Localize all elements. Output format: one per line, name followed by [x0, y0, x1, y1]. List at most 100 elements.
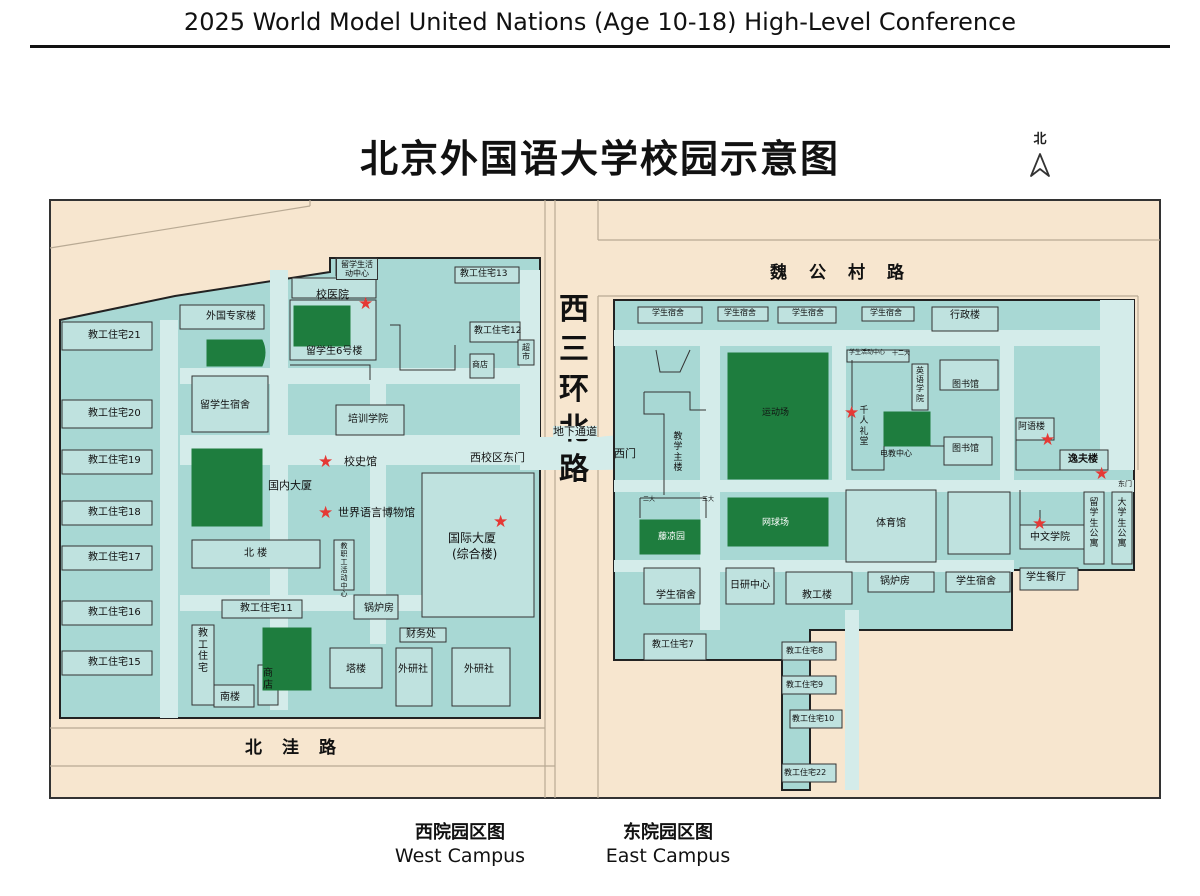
east-label-jz10: 教工住宅10 — [792, 714, 835, 723]
east-label-ss6: 学生宿舍 — [956, 576, 996, 587]
west-label-pxxy: 培训学院 — [348, 414, 388, 425]
west-label-cwc: 财务处 — [406, 629, 436, 640]
east-label-tsg1: 图书馆 — [952, 380, 980, 390]
east-label-jz7: 教工住宅7 — [652, 640, 694, 650]
west-label-jghd: 教职工活动中心 — [340, 542, 348, 599]
map-title: 北京外国语大学校园示意图 — [359, 137, 840, 181]
east-label-jz22: 教工住宅22 — [784, 768, 827, 777]
road-weigongcun: 魏公村路 — [770, 258, 944, 283]
east-label-jgl: 教工楼 — [802, 590, 832, 601]
east-label-jxzl: 教学主楼 — [673, 432, 683, 474]
west-label-zhl: (综合楼) — [452, 547, 498, 561]
poi-star-icon: ★ — [358, 294, 374, 314]
north-label: 北 — [1033, 132, 1047, 147]
east-label-yfl: 逸夫楼 — [1068, 454, 1098, 465]
road-beiwa: 北洼路 — [245, 738, 356, 758]
east-label-jz9: 教工住宅9 — [786, 680, 824, 689]
west-green-areas — [191, 305, 351, 691]
road-xisanhuan: 西三环北路 — [559, 292, 589, 487]
east-label-dm: 东门 — [1118, 480, 1132, 488]
west-label-glf: 锅炉房 — [364, 603, 394, 614]
east-label-dxsgy: 大学生公寓 — [1117, 498, 1127, 550]
east-label-ss3: 学生宿舍 — [792, 308, 824, 317]
west-label-gjdx: 国际大厦 — [448, 531, 497, 545]
east-label-ryzx: 日研中心 — [730, 580, 770, 591]
header-divider — [30, 45, 1170, 48]
east-label-xsct: 学生餐厅 — [1026, 572, 1066, 583]
east-inner-lines — [639, 349, 1060, 525]
west-label-bl: 北 楼 — [244, 548, 268, 559]
east-label-yyxy: 英语学院 — [916, 366, 924, 403]
west-label-jz11: 教工住宅11 — [240, 603, 293, 614]
west-label-sd: 商店 — [472, 360, 488, 369]
road-edges — [49, 200, 1160, 798]
east-campus-caption: 东院园区图 East Campus — [598, 818, 738, 867]
underpass-label: 地下通道 — [553, 425, 597, 439]
east-green-areas — [639, 352, 931, 555]
west-label-sd2: 商店 — [263, 668, 273, 691]
east-caption-en: East Campus — [605, 845, 731, 867]
east-label-qrlt: 千人礼堂 — [859, 406, 869, 448]
east-label-tyg: 体育馆 — [876, 518, 906, 529]
east-label-zwxy: 中文学院 — [1030, 532, 1070, 543]
west-label-jz19: 教工住宅19 — [88, 455, 141, 466]
west-inner-lines — [290, 324, 456, 380]
west-label-sjyy: 世界语言博物馆 — [338, 506, 415, 519]
west-label-nl: 南楼 — [220, 692, 240, 703]
east-label-jz8: 教工住宅8 — [786, 646, 824, 655]
west-label-jgzz: 教工住宅 — [198, 628, 208, 674]
west-caption-en: West Campus — [394, 845, 526, 867]
poi-star-icon: ★ — [1040, 430, 1056, 450]
poi-star-icon: ★ — [318, 503, 334, 523]
east-paths — [614, 300, 1134, 790]
west-caption-cn: 西院园区图 — [415, 822, 505, 843]
west-gate-label: 西门 — [614, 447, 636, 460]
west-label-jz18: 教工住宅18 — [88, 507, 141, 518]
east-label-glf: 锅炉房 — [880, 576, 910, 587]
underpass-path — [540, 437, 600, 470]
poi-star-icon: ★ — [1094, 464, 1110, 484]
east-label-wqc: 网球场 — [762, 518, 790, 528]
east-caption-cn: 东院园区图 — [623, 822, 713, 843]
east-label-mly: 藤凉园 — [658, 532, 686, 542]
west-label-wys2: 外研社 — [464, 664, 494, 675]
west-label-wgzj: 外国专家楼 — [206, 311, 256, 322]
west-label-jz20: 教工住宅20 — [88, 408, 141, 419]
poi-star-icon: ★ — [318, 452, 334, 472]
east-label-eryi: 十二大 — [892, 350, 911, 357]
west-label-jz17: 教工住宅17 — [88, 552, 141, 563]
road-weigongcun-text: 魏公村路 — [770, 263, 926, 283]
east-label-erda: 二大 — [643, 496, 656, 503]
west-campus-east-gate-label: 西校区东门 — [470, 451, 525, 464]
west-campus-caption: 西院园区图 West Campus — [390, 818, 530, 867]
east-label-xshd: 学生活动中心 — [849, 349, 886, 356]
poi-star-icon: ★ — [1032, 514, 1048, 534]
west-label-jz21: 教工住宅21 — [88, 330, 141, 341]
east-label-ss5: 学生宿舍 — [656, 590, 696, 601]
west-label-wys1: 外研社 — [398, 664, 428, 675]
west-label-gndx: 国内大厦 — [268, 479, 312, 492]
west-label-tl: 塔楼 — [346, 664, 366, 675]
north-arrow-icon — [1030, 153, 1050, 177]
east-label-ayl: 阿语楼 — [1018, 422, 1046, 432]
west-label-lx6: 留学生6号楼 — [306, 346, 363, 357]
west-label-lxss: 留学生宿舍 — [200, 400, 250, 411]
east-label-sanda: 三大 — [702, 496, 715, 503]
east-buildings — [637, 306, 1133, 783]
east-label-ss4: 学生宿舍 — [870, 308, 902, 317]
east-label-ss1: 学生宿舍 — [652, 308, 684, 317]
east-label-lxsgy: 留学生公寓 — [1089, 498, 1099, 550]
west-label-jz16: 教工住宅16 — [88, 607, 141, 618]
west-label-jz13: 教工住宅13 — [460, 269, 508, 279]
west-label-jz15: 教工住宅15 — [88, 657, 141, 668]
east-label-xzl: 行政楼 — [950, 310, 980, 321]
west-label-lx: 留学生活动中心 — [336, 258, 378, 281]
page-header-title: 2025 World Model United Nations (Age 10-… — [183, 8, 1017, 36]
west-label-xyy: 校医院 — [316, 288, 349, 301]
poi-star-icon: ★ — [493, 512, 509, 532]
west-label-xsg: 校史馆 — [344, 455, 377, 468]
east-label-ydc: 运动场 — [762, 408, 790, 418]
east-label-tsg2: 图书馆 — [952, 444, 980, 454]
poi-star-icon: ★ — [844, 403, 860, 423]
